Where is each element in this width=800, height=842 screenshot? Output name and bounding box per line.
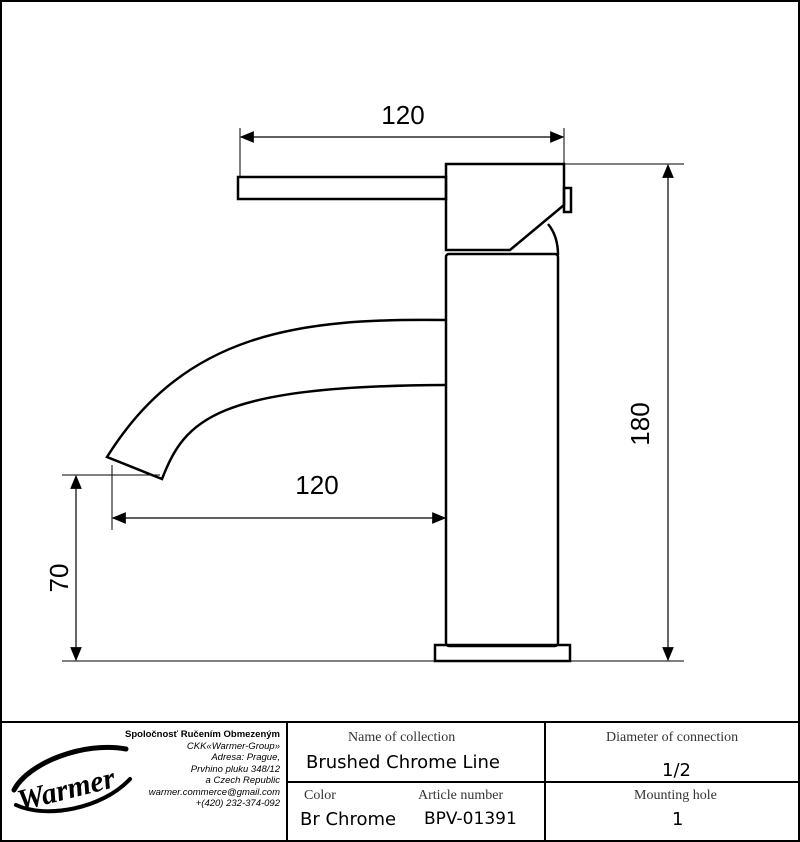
color-label: Color	[304, 788, 336, 803]
diameter-label: Diameter of connection	[606, 730, 739, 745]
company-info: Spoločnosť Ručením Obmezeným CKK«Warmer-…	[125, 729, 280, 810]
company-name: Spoločnosť Ručením Obmezeným	[125, 729, 280, 740]
dim-label-total-height: 180	[625, 402, 655, 445]
mounting-label: Mounting hole	[634, 788, 717, 803]
diameter-cell: Diameter of connection 1/2	[546, 723, 798, 783]
warmer-logo: Warmer	[11, 744, 132, 818]
collection-value: Brushed Chrome Line	[306, 752, 501, 773]
company-address-line-2: Prvhino pluku 348/12	[190, 763, 280, 775]
collection-cell: Name of collection Brushed Chrome Line	[288, 723, 546, 783]
color-value: Br Chrome	[300, 809, 397, 830]
spout	[105, 318, 447, 481]
company-address-line-3: a Czech Republic	[205, 775, 280, 786]
base-plate	[433, 643, 572, 663]
dim-label-spout-reach: 120	[295, 470, 338, 500]
article-value: BPV-01391	[424, 809, 517, 829]
collection-label: Name of collection	[348, 730, 456, 745]
diameter-value: 1/2	[662, 760, 691, 781]
title-block: Warmer Spoločnosť Ručením Obmezeným CKK«…	[2, 721, 798, 842]
color-article-cell: Color Br Chrome Article number BPV-01391	[288, 783, 546, 840]
logo-swoosh	[11, 744, 132, 814]
dim-label-top-width: 120	[381, 100, 424, 130]
dimension-lines	[70, 131, 674, 662]
company-cell: Warmer Spoločnosť Ručením Obmezeným CKK«…	[2, 723, 288, 840]
company-group: CKK«Warmer-Group»	[186, 740, 280, 752]
handle-collar	[547, 223, 560, 256]
mounting-value: 1	[672, 809, 684, 830]
handle-knob	[562, 186, 573, 214]
faucet-drawing: 120 120 180 70	[44, 100, 684, 663]
company-email: warmer.commerce@gmail.com	[148, 786, 280, 798]
handle-head	[444, 162, 566, 252]
faucet-outline	[105, 162, 573, 663]
dim-label-spout-height: 70	[44, 564, 74, 593]
faucet-column	[444, 252, 560, 648]
extension-lines	[62, 128, 684, 662]
company-phone: +(420) 232-374-092	[195, 798, 280, 809]
mounting-cell: Mounting hole 1	[546, 783, 798, 840]
company-address-line-1: Adresa: Prague,	[211, 752, 280, 763]
article-label: Article number	[418, 788, 504, 803]
lever-handle	[236, 175, 448, 201]
